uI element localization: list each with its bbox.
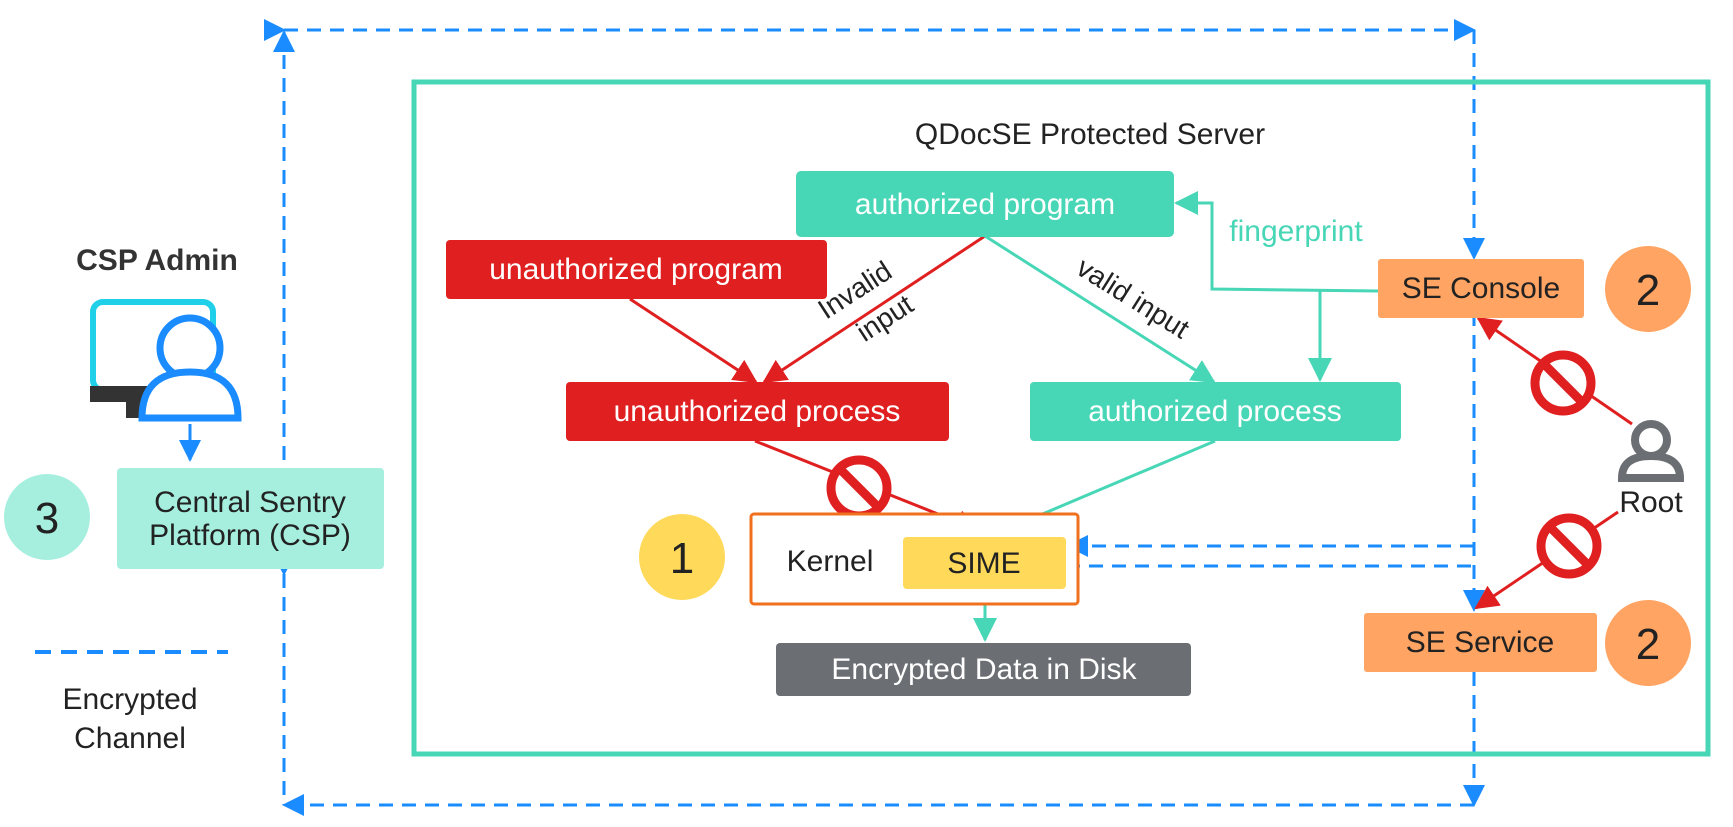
authorized-program-label: authorized program (855, 188, 1115, 221)
csp-label-line1: Central Sentry (154, 486, 346, 519)
unauthorized-process-label: unauthorized process (614, 395, 901, 428)
badge-se-console-number: 2 (1636, 266, 1660, 315)
se-service-label: SE Service (1406, 626, 1554, 659)
badge-sime: 1 (639, 514, 725, 600)
badge-se-console: 2 (1605, 246, 1691, 332)
unauthorized-program-node: unauthorized program (446, 240, 827, 299)
unauthorized-process-node: unauthorized process (566, 382, 949, 441)
sime-node: SIME (903, 537, 1066, 589)
csp-label-line2: Platform (CSP) (149, 519, 351, 552)
root-user-icon (1617, 420, 1685, 482)
se-console-label: SE Console (1402, 272, 1560, 305)
server-title: QDocSE Protected Server (915, 118, 1265, 151)
legend-label-line1: Encrypted (62, 683, 197, 716)
blocked-icon (1530, 350, 1596, 416)
csp-node: Central Sentry Platform (CSP) (117, 468, 384, 569)
authorized-process-node: authorized process (1030, 382, 1401, 441)
badge-se-service-number: 2 (1636, 620, 1660, 669)
authorized-program-node: authorized program (796, 171, 1174, 237)
protected-server-frame (411, 79, 1711, 757)
authorized-process-label: authorized process (1088, 395, 1341, 428)
sime-label: SIME (947, 547, 1020, 580)
csp-admin-label: CSP Admin (76, 244, 238, 277)
encrypted-data-node: Encrypted Data in Disk (776, 643, 1191, 696)
fingerprint-label: fingerprint (1229, 215, 1363, 248)
se-service-node: SE Service (1364, 613, 1597, 672)
badge-csp-number: 3 (35, 494, 59, 543)
unauthorized-program-label: unauthorized program (489, 253, 783, 286)
blocked-icon (1536, 513, 1602, 579)
encrypted-data-label: Encrypted Data in Disk (831, 653, 1137, 686)
se-console-node: SE Console (1378, 259, 1584, 318)
badge-sime-number: 1 (670, 534, 694, 583)
badge-se-service: 2 (1605, 600, 1691, 686)
admin-computer-user-icon (90, 299, 242, 422)
legend-label-line2: Channel (74, 722, 186, 755)
blocked-icon (826, 455, 892, 521)
kernel-label: Kernel (787, 545, 874, 578)
root-label: Root (1619, 486, 1683, 519)
encrypted-channel-lines (264, 19, 1485, 816)
badge-csp: 3 (4, 474, 90, 560)
